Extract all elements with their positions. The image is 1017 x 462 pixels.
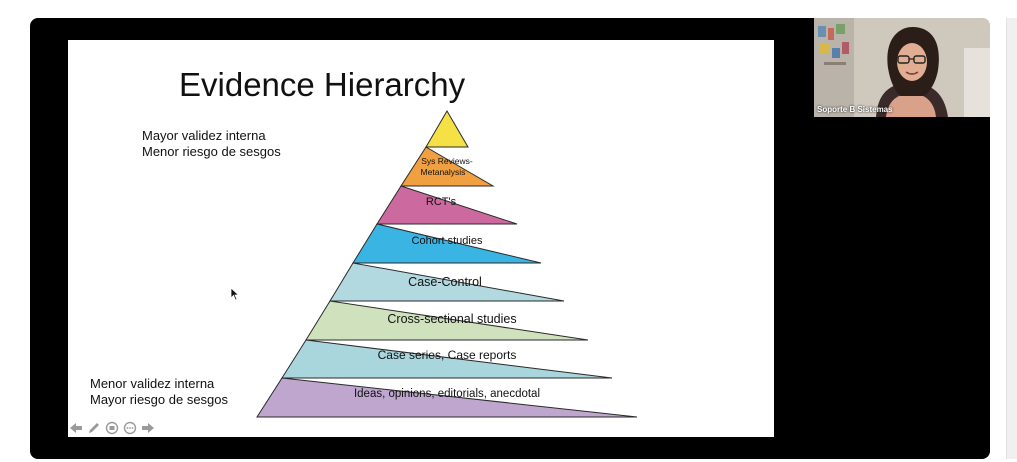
note-top: Mayor validez interna Menor riesgo de se… xyxy=(142,128,281,160)
pyramid-label-cross-sectional: Cross-sectional studies xyxy=(387,312,516,326)
pyramid-level-ideas xyxy=(256,377,638,418)
meeting-window: Evidence Hierarchy Mayor validez interna… xyxy=(30,18,990,459)
pointer-options-button[interactable] xyxy=(104,420,120,436)
participant-video-feed xyxy=(814,18,990,117)
slide-title: Evidence Hierarchy xyxy=(179,66,466,103)
next-slide-button[interactable] xyxy=(140,420,156,436)
pyramid-label-sys-reviews-1: Sys Reviews- xyxy=(421,156,473,166)
pen-tool-button[interactable] xyxy=(86,420,102,436)
evidence-pyramid: Sys Reviews- Metanalysis RCT's Cohort st… xyxy=(256,110,638,418)
side-panel-edge xyxy=(1006,18,1017,459)
pyramid-level-case-control xyxy=(329,262,565,302)
pyramid-label-ideas: Ideas, opinions, editorials, anecdotal xyxy=(354,388,540,400)
pyramid-level-cohort xyxy=(352,223,542,264)
mouse-cursor-icon xyxy=(230,287,240,301)
note-top-line1: Mayor validez interna xyxy=(142,128,266,143)
slide-controls xyxy=(68,419,156,437)
pyramid-label-case-series: Case series, Case reports xyxy=(378,348,517,362)
pyramid-level-rcts xyxy=(376,185,518,225)
note-bottom: Menor validez interna Mayor riesgo de se… xyxy=(90,376,228,408)
pyramid-label-cohort: Cohort studies xyxy=(412,235,483,247)
more-options-button[interactable] xyxy=(122,420,138,436)
pyramid-level-apex xyxy=(425,110,469,148)
pointer-icon xyxy=(105,421,119,435)
pyramid-level-sys-reviews xyxy=(400,146,495,187)
arrow-right-icon xyxy=(142,423,154,433)
participant-video-tile[interactable]: Soporte B Sistemas xyxy=(814,18,990,117)
pyramid-level-cross-sectional xyxy=(305,300,589,341)
pyramid-label-sys-reviews-2: Metanalysis xyxy=(421,167,466,177)
arrow-left-icon xyxy=(70,423,82,433)
shared-slide: Evidence Hierarchy Mayor validez interna… xyxy=(68,40,774,437)
pyramid-level-case-series xyxy=(281,339,613,379)
more-icon xyxy=(123,421,137,435)
note-bottom-line1: Menor validez interna xyxy=(90,376,215,391)
pyramid-label-case-control: Case-Control xyxy=(408,275,482,289)
note-bottom-line2: Mayor riesgo de sesgos xyxy=(90,392,229,407)
pen-icon xyxy=(89,423,99,433)
note-top-line2: Menor riesgo de sesgos xyxy=(142,144,281,159)
participant-name: Soporte B Sistemas xyxy=(817,105,893,114)
prev-slide-button[interactable] xyxy=(68,420,84,436)
pyramid-label-rcts: RCT's xyxy=(426,196,457,208)
